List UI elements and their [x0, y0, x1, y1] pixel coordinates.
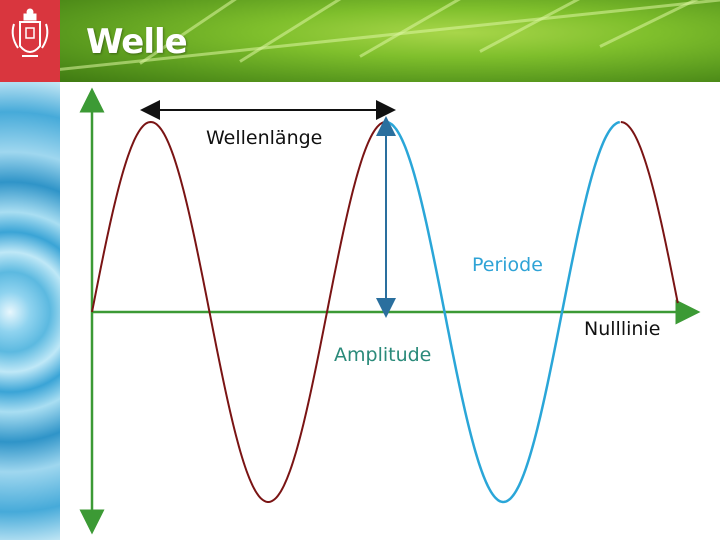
amplitude-label: Amplitude: [334, 344, 432, 366]
header-leaf-banner: [60, 0, 720, 82]
zero-line-label: Nulllinie: [584, 318, 661, 340]
wave-red-segment: [620, 121, 679, 304]
wavelength-label: Wellenlänge: [206, 127, 323, 149]
coat-of-arms-icon: [11, 8, 49, 57]
wave-blue-period: [385, 120, 621, 504]
logo-area: [0, 0, 60, 82]
water-ripple-strip: [0, 82, 60, 540]
slide-title: Welle: [86, 22, 188, 62]
wave-red-segment: [91, 120, 385, 503]
period-label: Periode: [472, 254, 543, 276]
